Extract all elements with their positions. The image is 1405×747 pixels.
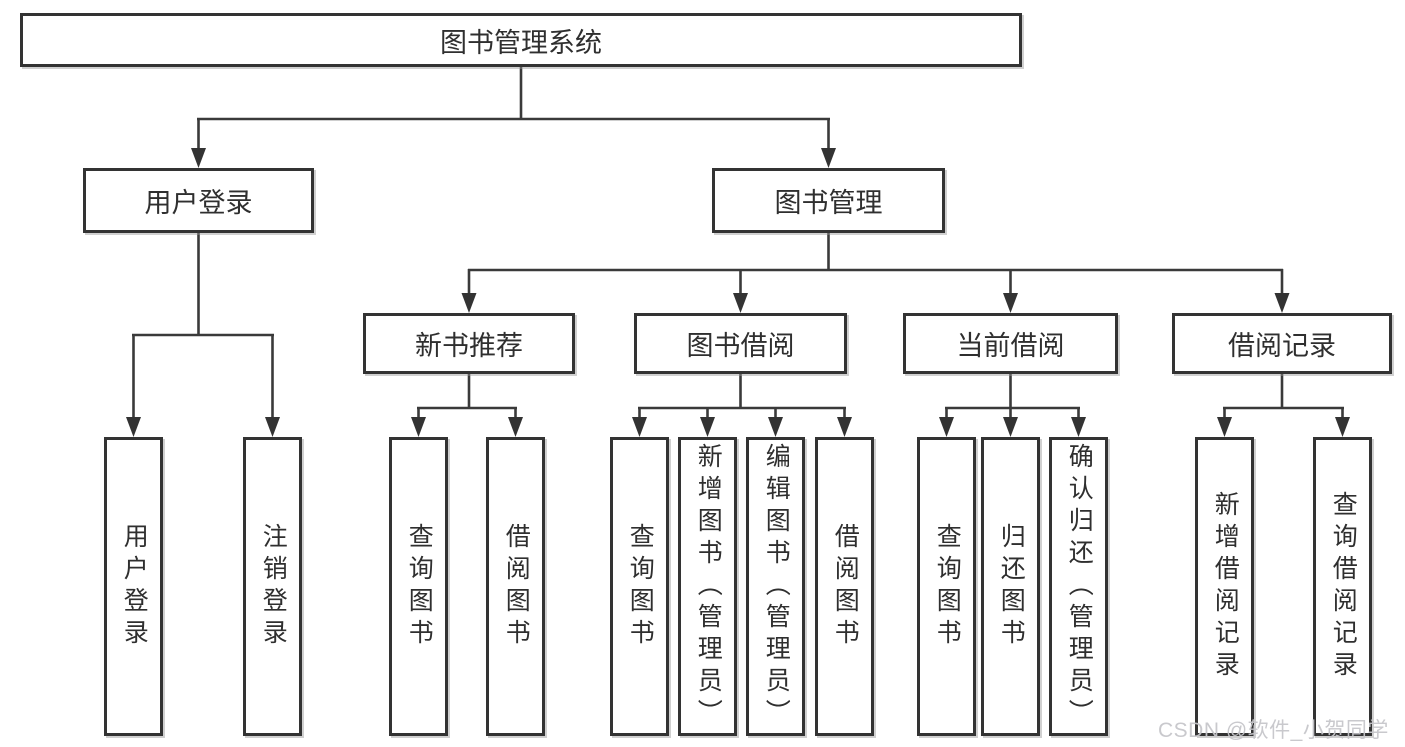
- leaf-query-books-current: 查询图书: [917, 437, 976, 736]
- leaf-confirm-return-admin: 确认归还（管理员）: [1049, 437, 1108, 736]
- node-label: 图书管理系统: [440, 27, 602, 58]
- leaf-label: 归还图书: [997, 522, 1026, 651]
- leaf-label: 借阅图书: [502, 522, 531, 651]
- node-label: 图书管理: [774, 188, 883, 218]
- leaf-label: 确认归还（管理员）: [1065, 442, 1094, 731]
- edges-user-login-to-leaves: [126, 233, 280, 437]
- node-book-borrow: 图书借阅: [634, 313, 847, 374]
- leaf-user-login: 用户登录: [104, 437, 163, 736]
- edges-borrow-record-to-leaves: [1217, 374, 1350, 437]
- leaf-label: 查询借阅记录: [1329, 490, 1358, 683]
- leaf-label: 编辑图书（管理员）: [762, 442, 791, 731]
- leaf-label: 新增图书（管理员）: [694, 442, 723, 731]
- leaf-logout: 注销登录: [243, 437, 302, 736]
- node-user-login: 用户登录: [83, 168, 314, 233]
- leaf-label: 注销登录: [259, 522, 288, 651]
- node-label: 借阅记录: [1228, 331, 1336, 361]
- node-label: 用户登录: [144, 188, 253, 218]
- leaf-label: 查询图书: [933, 522, 962, 651]
- leaf-label: 借阅图书: [831, 522, 860, 651]
- leaf-label: 查询图书: [626, 522, 655, 651]
- node-label: 当前借阅: [956, 331, 1065, 361]
- leaf-add-book-admin: 新增图书（管理员）: [678, 437, 737, 736]
- leaf-label: 查询图书: [405, 522, 434, 651]
- leaf-query-books-borrow: 查询图书: [610, 437, 669, 736]
- edges-book-borrow-to-leaves: [632, 374, 852, 437]
- leaf-label: 用户登录: [120, 522, 149, 651]
- node-borrow-record: 借阅记录: [1172, 313, 1392, 374]
- leaf-add-borrow-record: 新增借阅记录: [1195, 437, 1254, 736]
- leaf-edit-book-admin: 编辑图书（管理员）: [746, 437, 805, 736]
- leaf-label: 新增借阅记录: [1211, 490, 1240, 683]
- node-label: 新书推荐: [415, 331, 523, 361]
- leaf-return-book: 归还图书: [981, 437, 1040, 736]
- edges-new-book-recommend-to-leaves: [411, 374, 523, 437]
- node-book-management: 图书管理: [712, 168, 945, 233]
- node-current-borrow: 当前借阅: [903, 313, 1118, 374]
- edges-root-to-level2: [191, 66, 836, 168]
- node-new-book-recommend: 新书推荐: [363, 313, 575, 374]
- leaf-borrow-books-borrow: 借阅图书: [815, 437, 874, 736]
- leaf-query-borrow-record: 查询借阅记录: [1313, 437, 1372, 736]
- leaf-borrow-books-recommend: 借阅图书: [486, 437, 545, 736]
- csdn-watermark: CSDN @软件_小贺同学: [1158, 719, 1389, 742]
- edges-current-borrow-to-leaves: [939, 374, 1086, 437]
- edges-book-management-to-level3: [461, 233, 1290, 313]
- node-root-system: 图书管理系统: [20, 13, 1022, 67]
- node-label: 图书借阅: [686, 331, 795, 361]
- leaf-query-books-recommend: 查询图书: [389, 437, 448, 736]
